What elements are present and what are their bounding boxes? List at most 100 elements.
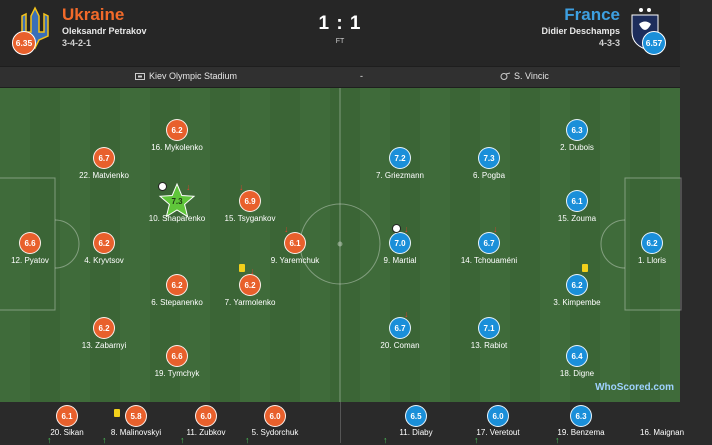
player-rating: 7.2 (389, 147, 411, 169)
away-formation: 4-3-3 (598, 38, 620, 48)
player-name: 20. Sikan (50, 428, 84, 437)
arrow-down-icon: ↓ (404, 309, 409, 319)
arrow-up-icon: ↑ (47, 435, 52, 445)
player-name: 1. Lloris (637, 256, 666, 265)
player-name: 16. Maignan (640, 428, 685, 437)
player-name: 15. Tsygankov (224, 214, 276, 223)
player-name: 2. Dubois (560, 143, 594, 152)
player-rating: 6.0 (264, 405, 286, 427)
player-rating: 7.0 (389, 232, 411, 254)
player-rating: 5.8 (125, 405, 147, 427)
player-name: 7. Yarmolenko (224, 298, 276, 307)
player-rating: 6.5 (405, 405, 427, 427)
player-rating: 6.7 (389, 317, 411, 339)
player-name: 14. Tchouaméni (460, 256, 518, 265)
watermark-suffix: .com (650, 382, 674, 393)
player-rating: 6.2 (641, 232, 663, 254)
player-name: 6. Pogba (472, 171, 506, 180)
player-name: 11. Diaby (399, 428, 433, 437)
home-team-name[interactable]: Ukraine (62, 5, 125, 24)
away-team-rating: 6.57 (642, 31, 666, 55)
player-rating: 6.9 (239, 190, 261, 212)
player-name: 19. Benzema (557, 428, 605, 437)
player-rating: 6.0 (195, 405, 217, 427)
subs-divider (340, 402, 341, 443)
player-rating: 6.2 (93, 317, 115, 339)
match-header: Ukraine Oleksandr Petrakov 3-4-2-1 6.35 … (0, 0, 680, 66)
away-team-name[interactable]: France (564, 5, 620, 24)
player-rating: 7.1 (478, 317, 500, 339)
arrow-down-icon: ↓ (186, 182, 191, 192)
home-manager: Oleksandr Petrakov (62, 26, 147, 36)
home-team-rating: 6.35 (12, 31, 36, 55)
match-status: FT (335, 38, 345, 45)
date-separator: - (360, 71, 363, 81)
player-rating: 6.1 (56, 405, 78, 427)
player-name: 4. Kryvtsov (84, 256, 124, 265)
watermark-main: WhoScored (595, 382, 651, 393)
arrow-up-icon: ↑ (474, 435, 479, 445)
arrow-up-icon: ↑ (555, 435, 560, 445)
match-score: 1 : 1 (318, 13, 362, 34)
player-rating: 6.6 (19, 232, 41, 254)
player-rating: 6.0 (487, 405, 509, 427)
player-rating: 6.2 (566, 274, 588, 296)
player-rating: 6.2 (166, 119, 188, 141)
away-manager: Didier Deschamps (541, 26, 620, 36)
player-rating: 6.1 (284, 232, 306, 254)
home-formation: 3-4-2-1 (62, 38, 92, 48)
player-rating: 6.2 (239, 274, 261, 296)
player-name: 17. Veretout (476, 428, 520, 437)
player-name: 11. Zubkov (186, 428, 226, 437)
player-name: 19. Tymchyk (154, 369, 200, 378)
referee-label: S. Vincic (514, 71, 549, 81)
star-icon (158, 182, 196, 218)
yellow-card-icon (582, 264, 588, 272)
player-rating: 6.1 (566, 190, 588, 212)
whistle-icon (500, 72, 511, 80)
venue: Kiev Olympic Stadium (135, 71, 237, 81)
watermark-logo: WhoScored.com (595, 382, 674, 393)
stadium-icon (135, 73, 145, 80)
substitutes-bar: 6.1 ↑ 20. Sikan 5.8 ↑ 8. Malinovskyi 6.0… (0, 402, 684, 445)
arrow-down-icon: ↓ (239, 182, 244, 192)
player-name: 16. Mykolenko (151, 143, 203, 152)
arrow-down-icon: ↓ (250, 266, 255, 276)
match-info-bar: Kiev Olympic Stadium - S. Vincic (0, 66, 680, 88)
player-name: 6. Stepanenko (151, 298, 203, 307)
player-name: 9. Yaremchuk (270, 256, 320, 265)
player-name: 22. Matvienko (79, 171, 129, 180)
referee: S. Vincic (500, 71, 549, 81)
player-name: 10. Shaparenko (148, 214, 206, 223)
yellow-card-icon (239, 264, 245, 272)
player-name: 5. Sydorchuk (251, 428, 299, 437)
pitch-markings (0, 88, 682, 402)
ball-icon (392, 224, 401, 233)
arrow-down-icon: ↓ (493, 224, 498, 234)
player-rating: 6.7 (93, 147, 115, 169)
player-name: 15. Zouma (557, 214, 597, 223)
player-name: 3. Kimpembe (553, 298, 601, 307)
player-rating: 7.3 (478, 147, 500, 169)
arrow-up-icon: ↑ (102, 435, 107, 445)
player-name: 7. Griezmann (375, 171, 425, 180)
venue-label: Kiev Olympic Stadium (149, 71, 238, 81)
player-rating: 6.2 (166, 274, 188, 296)
player-name: 12. Pyatov (11, 256, 49, 265)
player-rating: 6.7 (478, 232, 500, 254)
arrow-down-icon: ↓ (284, 224, 289, 234)
arrow-up-icon: ↑ (180, 435, 185, 445)
player-rating: 6.3 (566, 119, 588, 141)
arrow-down-icon: ↓ (404, 224, 409, 234)
yellow-card-icon (114, 409, 120, 417)
player-rating: 6.3 (570, 405, 592, 427)
player-rating: 7.3 (171, 196, 183, 206)
player-name: 18. Digne (559, 369, 595, 378)
player-rating: 6.2 (93, 232, 115, 254)
player-name: 8. Malinovskyi (110, 428, 162, 437)
ball-icon (158, 182, 167, 191)
pitch: 6.6 12. Pyatov 6.7 22. Matvienko 6.2 4. … (0, 88, 682, 402)
arrow-up-icon: ↑ (383, 435, 388, 445)
player-name: 13. Rabiot (470, 341, 508, 350)
player-name: 20. Coman (380, 341, 420, 350)
